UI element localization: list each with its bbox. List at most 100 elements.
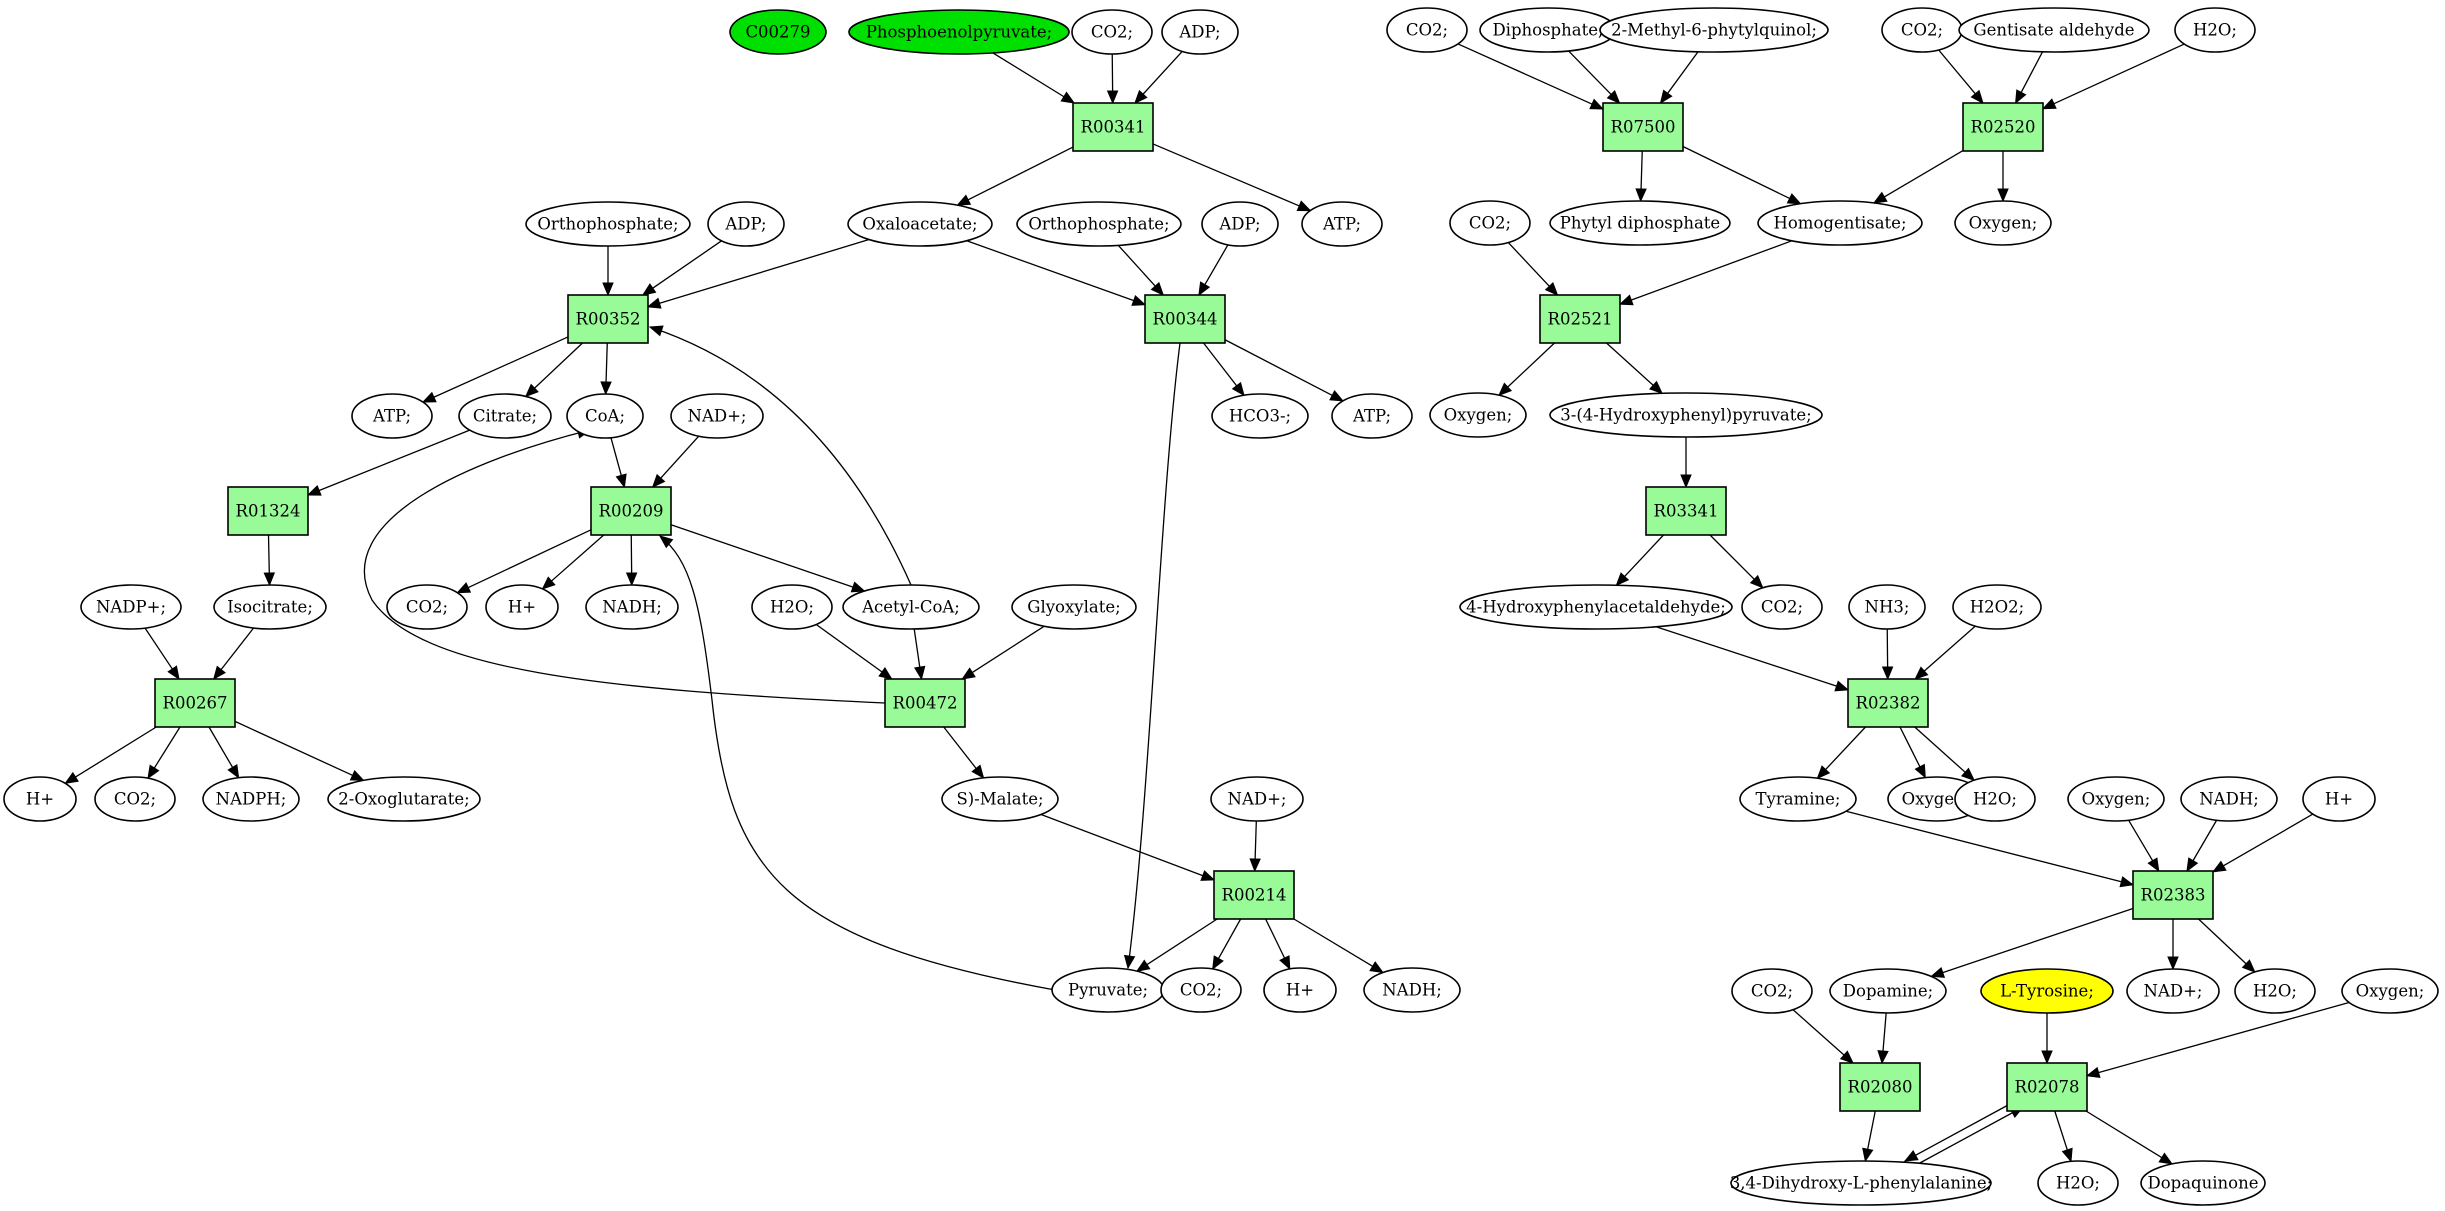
node-label: CO2; <box>1180 981 1222 1000</box>
reaction-node-r00352[interactable]: R00352 <box>567 294 649 344</box>
compound-node-acetylcoa[interactable]: Acetyl-CoA; <box>842 584 980 630</box>
compound-node-smalate[interactable]: S)-Malate; <box>941 776 1059 822</box>
compound-node-nadp_plus[interactable]: NADP+; <box>80 584 182 630</box>
compound-node-co2_i[interactable]: CO2; <box>1731 968 1813 1014</box>
edge-h2o2-to-r02382 <box>1922 625 1976 673</box>
compound-node-nad_b[interactable]: NAD+; <box>1210 776 1304 822</box>
compound-ellipse <box>1011 584 1137 630</box>
compound-node-adp_c[interactable]: ADP; <box>1201 201 1279 247</box>
compound-node-oxygen_b[interactable]: Oxygen; <box>1429 392 1527 438</box>
compound-node-co2_f[interactable]: CO2; <box>1881 7 1963 53</box>
compound-node-oxygen_a[interactable]: Oxygen; <box>1954 200 2052 246</box>
compound-node-citrate[interactable]: Citrate; <box>458 393 552 439</box>
compound-node-h2o_b[interactable]: H2O; <box>2174 7 2256 53</box>
compound-node-ltyrosine[interactable]: L-Tyrosine; <box>1980 968 2114 1014</box>
edge-r00267-to-co2_c-arrowhead <box>147 764 160 780</box>
compound-node-atp_c[interactable]: ATP; <box>1331 393 1413 439</box>
reaction-node-r02080[interactable]: R02080 <box>1839 1062 1921 1112</box>
reaction-node-r00267[interactable]: R00267 <box>154 678 236 728</box>
compound-node-pep[interactable]: Phosphoenolpyruvate; <box>848 9 1070 55</box>
compound-node-phytyl[interactable]: Phytyl diphosphate <box>1549 200 1731 246</box>
compound-node-h2o_a[interactable]: H2O; <box>751 584 833 630</box>
compound-node-co2_h[interactable]: CO2; <box>1741 584 1823 630</box>
edge-hpa-to-r02382-arrowhead <box>1834 680 1850 692</box>
compound-node-oxygen_d[interactable]: Oxygen; <box>2067 776 2165 822</box>
compound-node-nadph[interactable]: NADPH; <box>202 776 300 822</box>
reaction-node-r02383[interactable]: R02383 <box>2132 870 2214 920</box>
reaction-node-r07500[interactable]: R07500 <box>1602 102 1684 152</box>
compound-node-co2_g[interactable]: CO2; <box>1449 200 1531 246</box>
compound-node-co2_a[interactable]: CO2; <box>1071 9 1153 55</box>
reaction-node-r02382[interactable]: R02382 <box>1847 678 1929 728</box>
compound-ellipse <box>842 584 980 630</box>
compound-node-hpa[interactable]: 4-Hydroxyphenylacetaldehyde; <box>1459 584 1733 630</box>
compound-node-nad_c[interactable]: NAD+; <box>2126 968 2220 1014</box>
compound-node-nadh_c[interactable]: NADH; <box>2180 776 2278 822</box>
reaction-node-r01324[interactable]: R01324 <box>227 486 309 536</box>
node-label: Dopamine; <box>1843 982 1933 1001</box>
reaction-node-r00344[interactable]: R00344 <box>1144 294 1226 344</box>
reaction-node-r03341[interactable]: R03341 <box>1645 486 1727 536</box>
reaction-node-r00472[interactable]: R00472 <box>884 678 966 728</box>
reaction-box <box>1839 1062 1921 1112</box>
compound-node-mpq[interactable]: 2-Methyl-6-phytylquinol; <box>1599 7 1829 53</box>
node-label: NADPH; <box>216 790 287 809</box>
compound-node-isocitrate[interactable]: Isocitrate; <box>213 584 327 630</box>
edge-co2_i-to-r02080-arrowhead <box>1839 1050 1854 1064</box>
compound-node-atp_b[interactable]: ATP; <box>351 393 433 439</box>
compound-node-tyramine[interactable]: Tyramine; <box>1739 776 1857 822</box>
reaction-node-r00209[interactable]: R00209 <box>590 486 672 536</box>
compound-node-dopa[interactable]: 3,4-Dihydroxy-L-phenylalanine; <box>1730 1160 1992 1206</box>
compound-node-hco3[interactable]: HCO3-; <box>1211 393 1309 439</box>
compound-node-c00279[interactable]: C00279 <box>729 9 827 55</box>
compound-node-h_d[interactable]: H+ <box>2302 776 2376 822</box>
compound-node-pi_a[interactable]: Orthophosphate; <box>525 201 691 247</box>
compound-node-dopaquinone[interactable]: Dopaquinone <box>2140 1160 2266 1206</box>
node-label: CO2; <box>1406 21 1448 40</box>
reaction-node-r02520[interactable]: R02520 <box>1962 102 2044 152</box>
compound-node-adp_a[interactable]: ADP; <box>1161 9 1239 55</box>
compound-node-pi_b[interactable]: Orthophosphate; <box>1016 201 1182 247</box>
compound-node-co2_e[interactable]: CO2; <box>1386 7 1468 53</box>
compound-node-glyoxylate[interactable]: Glyoxylate; <box>1011 584 1137 630</box>
compound-node-coa[interactable]: CoA; <box>566 393 644 439</box>
edge-r02080-to-dopa-arrowhead <box>1862 1147 1874 1163</box>
compound-node-oxoglutarate[interactable]: 2-Oxoglutarate; <box>327 776 481 822</box>
edge-r03341-to-hpa-arrowhead <box>1615 572 1630 587</box>
compound-node-nadh_b[interactable]: NADH; <box>1363 967 1461 1013</box>
compound-node-nh3[interactable]: NH3; <box>1848 584 1926 630</box>
compound-node-co2_d[interactable]: CO2; <box>1160 967 1242 1013</box>
compound-node-adp_b[interactable]: ADP; <box>707 201 785 247</box>
compound-node-diphosphate[interactable]: Diphosphate; <box>1479 7 1617 53</box>
compound-node-h_c[interactable]: H+ <box>1263 967 1337 1013</box>
compound-node-h_b[interactable]: H+ <box>3 776 77 822</box>
compound-node-gentisate[interactable]: Gentisate aldehyde <box>1958 7 2150 53</box>
edge-isocitrate-to-r00267 <box>219 627 255 672</box>
compound-node-pyruvate[interactable]: Pyruvate; <box>1051 967 1165 1013</box>
compound-node-h2o_d[interactable]: H2O; <box>2234 968 2316 1014</box>
reaction-node-r02521[interactable]: R02521 <box>1539 294 1621 344</box>
reaction-node-r00214[interactable]: R00214 <box>1213 870 1295 920</box>
edge-dopamine-to-r02080-arrowhead <box>1877 1050 1889 1065</box>
edge-h2o_a-to-r00472 <box>815 623 885 674</box>
compound-node-co2_c[interactable]: CO2; <box>94 776 176 822</box>
edge-pi_b-to-r00344 <box>1117 244 1158 289</box>
compound-node-nadh_a[interactable]: NADH; <box>585 584 679 630</box>
compound-node-co2_b[interactable]: CO2; <box>386 584 468 630</box>
compound-node-oaa[interactable]: Oxaloacetate; <box>847 201 993 247</box>
compound-node-nadp_plus_a[interactable]: NAD+; <box>670 393 764 439</box>
compound-node-h2o2[interactable]: H2O2; <box>1952 584 2042 630</box>
compound-node-hpp[interactable]: 3-(4-Hydroxyphenyl)pyruvate; <box>1549 392 1823 438</box>
reaction-node-r02078[interactable]: R02078 <box>2006 1062 2088 1112</box>
compound-node-h_a[interactable]: H+ <box>485 584 559 630</box>
compound-node-h2o_c[interactable]: H2O; <box>1954 776 2036 822</box>
compound-node-atp_a[interactable]: ATP; <box>1301 201 1383 247</box>
reaction-node-r00341[interactable]: R00341 <box>1072 102 1154 152</box>
compound-node-oxygen_e[interactable]: Oxygen; <box>2341 968 2439 1014</box>
edge-r00344-to-pyruvate-arrowhead <box>1123 954 1136 970</box>
compound-node-dopamine[interactable]: Dopamine; <box>1829 968 1947 1014</box>
compound-node-h2o_e[interactable]: H2O; <box>2037 1160 2119 1206</box>
compound-node-homogentisate[interactable]: Homogentisate; <box>1757 200 1923 246</box>
edge-r02521-to-hpp-arrowhead <box>1648 380 1664 395</box>
